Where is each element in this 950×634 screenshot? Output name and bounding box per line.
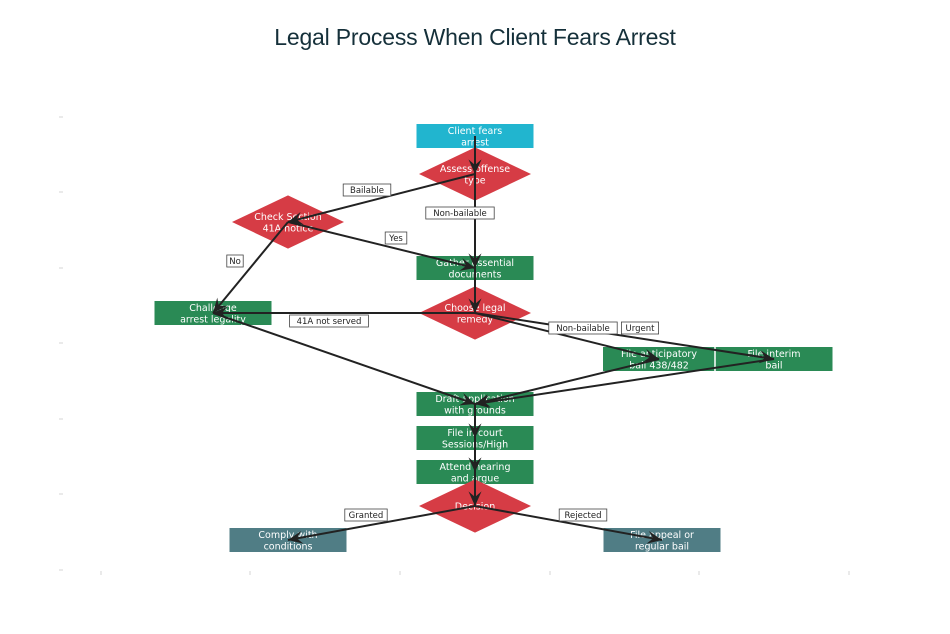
node-label: File interim xyxy=(748,349,801,360)
edge-label-box xyxy=(425,206,495,220)
edge-label-box xyxy=(226,254,244,268)
edge-label-text: Urgent xyxy=(626,324,656,334)
edge-line xyxy=(474,358,775,405)
edge-label-text: Bailable xyxy=(350,186,384,196)
edge-label-box xyxy=(558,508,608,522)
edge-label-box xyxy=(289,314,369,328)
node-label: Challenge xyxy=(189,303,237,314)
arrowhead-icon xyxy=(468,253,482,268)
edge-label-text: 41A not served xyxy=(297,317,362,327)
edge-gather-docs-to-choose-remedy xyxy=(468,268,482,313)
arrowhead-icon xyxy=(468,298,482,313)
arrowhead-icon xyxy=(646,530,662,544)
edge-check-41a-to-challenge-arrest xyxy=(212,221,289,314)
edge-line xyxy=(474,312,775,360)
node-label: Client fears xyxy=(448,126,502,137)
edge-line xyxy=(287,173,476,223)
node-label: bail xyxy=(765,360,782,371)
edge-label: Yes xyxy=(384,231,408,245)
node-label: conditions xyxy=(264,541,313,552)
edge-label: Non-bailable xyxy=(548,321,618,335)
node-label: File anticipatory xyxy=(621,349,697,360)
edge-client-fears-to-assess-offense xyxy=(468,136,482,174)
axis-ticks xyxy=(59,116,850,575)
arrowhead-icon xyxy=(288,212,304,225)
edge-label: Granted xyxy=(344,508,388,522)
arrowhead-icon xyxy=(468,457,482,472)
edge-label: Bailable xyxy=(342,183,392,197)
arrowhead-icon xyxy=(468,423,482,438)
arrowhead-icon xyxy=(643,349,659,362)
edge-label: 41A not served xyxy=(289,314,369,328)
edge-label-text: Rejected xyxy=(565,511,602,521)
edge-file-court-to-attend-hearing xyxy=(468,438,482,472)
edge-decision-to-file-appeal xyxy=(474,505,663,544)
edge-label: No xyxy=(226,254,244,268)
edge-label-text: Granted xyxy=(349,511,384,521)
edge-assess-offense-to-gather-docs xyxy=(468,174,482,268)
edge-label-box xyxy=(342,183,392,197)
edge-decision-to-comply xyxy=(287,505,476,544)
edge-line xyxy=(287,505,476,541)
arrowhead-icon xyxy=(475,395,491,409)
arrowhead-icon xyxy=(468,159,482,174)
edge-assess-offense-to-check-41a xyxy=(287,173,476,225)
node-label: Comply with xyxy=(258,530,317,541)
edge-label-text: Non-bailable xyxy=(433,209,487,219)
arrowhead-icon xyxy=(288,530,304,544)
edge-line xyxy=(474,505,663,541)
edge-label: Non-bailable xyxy=(425,206,495,220)
node-label: Check Section xyxy=(254,212,322,223)
node-label: File appeal or xyxy=(630,530,694,541)
edge-line xyxy=(212,312,476,405)
node-label: 41A notice xyxy=(263,223,314,234)
edge-line xyxy=(474,358,660,405)
edge-line xyxy=(474,312,660,360)
edge-label-text: No xyxy=(229,257,241,267)
edge-file-interim-to-draft-application xyxy=(474,358,775,409)
edge-choose-remedy-to-file-anticipatory xyxy=(474,312,660,362)
edge-attend-hearing-to-decision xyxy=(468,472,482,506)
node-label: Draft application xyxy=(435,394,514,405)
edge-label-text: Yes xyxy=(388,234,403,244)
edge-label-box xyxy=(344,508,388,522)
node-label: remedy xyxy=(457,314,494,325)
edge-label-box xyxy=(621,321,660,335)
edge-draft-application-to-file-court xyxy=(468,404,482,438)
arrowhead-icon xyxy=(459,393,475,406)
edge-challenge-arrest-to-draft-application xyxy=(212,312,476,406)
node-label: arrest legality xyxy=(180,314,246,325)
node-label: bail 438/482 xyxy=(629,360,689,371)
arrowhead-icon xyxy=(213,297,228,313)
edge-line xyxy=(287,221,476,269)
edge-label-text: Non-bailable xyxy=(556,324,610,334)
edge-label-box xyxy=(548,321,618,335)
edges-layer xyxy=(212,136,775,544)
edge-label: Urgent xyxy=(621,321,660,335)
edge-label-box xyxy=(384,231,408,245)
edge-check-41a-to-gather-docs xyxy=(287,221,476,271)
edge-label: Rejected xyxy=(558,508,608,522)
arrowhead-icon xyxy=(468,491,482,506)
node-label: regular bail xyxy=(635,541,689,552)
edge-line xyxy=(212,221,289,314)
arrowhead-icon xyxy=(459,258,475,271)
diagram-title: Legal Process When Client Fears Arrest xyxy=(274,24,676,50)
